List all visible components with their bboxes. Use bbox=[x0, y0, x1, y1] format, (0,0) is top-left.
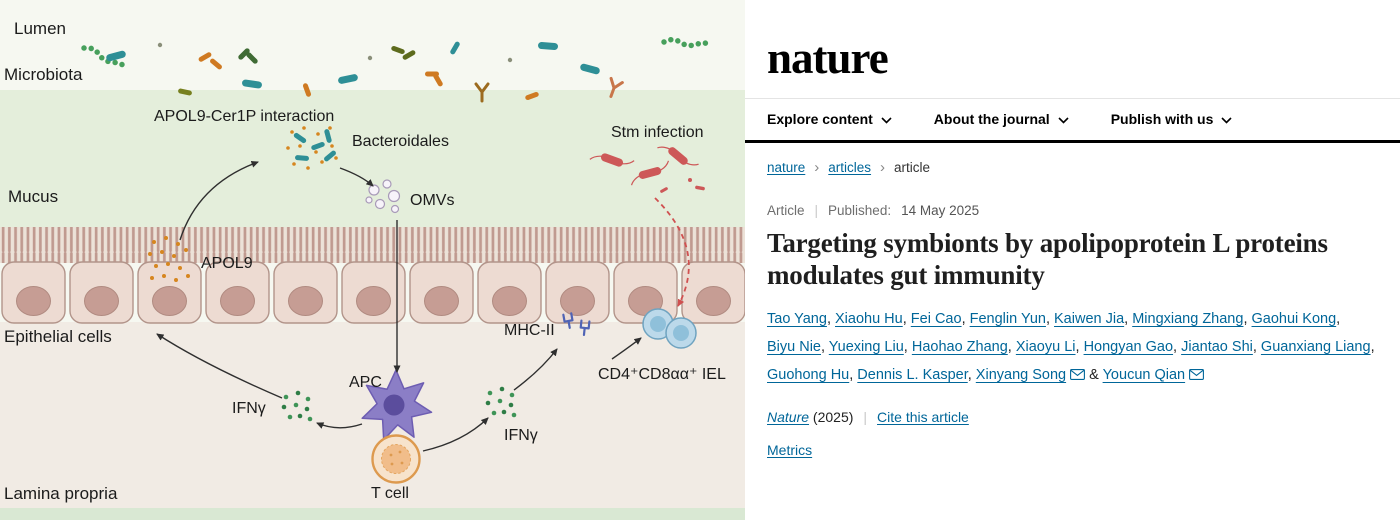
nature-logo[interactable]: nature bbox=[767, 33, 889, 83]
journal-name-link[interactable]: Nature bbox=[767, 408, 810, 425]
article-meta: Article | Published: 14 May 2025 bbox=[767, 203, 1380, 218]
author-link[interactable]: Kaiwen Jia bbox=[1054, 310, 1125, 327]
breadcrumb-article: article bbox=[894, 160, 931, 175]
epithelial-nuclei bbox=[16, 286, 731, 316]
envelope-icon[interactable] bbox=[1189, 369, 1205, 381]
apol9-dots bbox=[148, 236, 190, 282]
article-title: Targeting symbionts by apolipoprotein L … bbox=[767, 228, 1328, 291]
author-link[interactable]: Gaohui Kong bbox=[1251, 310, 1337, 327]
chevron-down-icon bbox=[1221, 116, 1232, 124]
label-stm-infection: Stm infection bbox=[611, 124, 704, 141]
lumen-zone bbox=[0, 0, 745, 90]
chevron-down-icon bbox=[1058, 116, 1069, 124]
journal-year: (2025) bbox=[812, 408, 854, 425]
nav-explore-content[interactable]: Explore content bbox=[767, 111, 892, 127]
author-link[interactable]: Haohao Zhang bbox=[911, 339, 1008, 356]
label-epithelial-cells: Epithelial cells bbox=[4, 327, 112, 346]
apc-cell bbox=[361, 369, 433, 441]
label-mhc2: MHC-II bbox=[504, 322, 555, 339]
figure-panel: Lumen Microbiota Mucus Epithelial cells … bbox=[0, 0, 745, 520]
label-omvs: OMVs bbox=[410, 192, 455, 209]
label-mucus: Mucus bbox=[8, 187, 59, 206]
chevron-down-icon bbox=[881, 116, 892, 124]
author-link[interactable]: Xiaohu Hu bbox=[835, 310, 903, 327]
meta-divider: | bbox=[814, 203, 819, 218]
microbiota-bacteria bbox=[84, 37, 710, 103]
breadcrumb: nature › articles › article bbox=[767, 159, 1380, 176]
ifng-cluster-right bbox=[485, 386, 517, 418]
label-cd4-iel: CD4⁺CD8αα⁺ IEL bbox=[598, 366, 726, 383]
gut-immunity-diagram bbox=[0, 0, 745, 520]
cite-this-article-link[interactable]: Cite this article bbox=[877, 408, 969, 425]
cite-divider: | bbox=[863, 408, 868, 425]
label-lumen: Lumen bbox=[14, 19, 66, 38]
citation-row: Nature (2025) | Cite this article bbox=[767, 409, 1380, 425]
author-conjunction: & bbox=[1085, 367, 1103, 384]
nav-about-journal[interactable]: About the journal bbox=[934, 111, 1069, 127]
envelope-icon[interactable] bbox=[1070, 369, 1086, 381]
author-link[interactable]: Biyu Nie bbox=[767, 339, 821, 356]
label-microbiota: Microbiota bbox=[4, 65, 83, 84]
omv-vesicles bbox=[365, 179, 401, 214]
author-link[interactable]: Xinyang Song bbox=[975, 367, 1067, 384]
microvilli bbox=[0, 227, 745, 263]
journal-panel: nature Explore content About the journal… bbox=[745, 0, 1400, 520]
flow-arrows bbox=[156, 160, 642, 452]
iel-cells bbox=[642, 308, 697, 349]
author-link[interactable]: Jiantao Shi bbox=[1181, 339, 1253, 356]
journal-nav: Explore content About the journal Publis… bbox=[745, 98, 1400, 140]
author-link[interactable]: Guanxiang Liang bbox=[1260, 339, 1371, 356]
stm-bacteria bbox=[589, 136, 706, 194]
author-link[interactable]: Xiaoyu Li bbox=[1015, 339, 1076, 356]
breadcrumb-nature[interactable]: nature bbox=[767, 160, 806, 175]
article-type: Article bbox=[767, 203, 805, 218]
metrics-link[interactable]: Metrics bbox=[767, 441, 813, 458]
mucus-zone bbox=[0, 90, 745, 227]
label-ifng-right: IFNγ bbox=[504, 427, 538, 444]
published-label: Published: bbox=[828, 203, 892, 218]
author-link[interactable]: Dennis L. Kasper bbox=[857, 367, 968, 384]
author-link[interactable]: Tao Yang bbox=[767, 310, 827, 327]
bottom-strip bbox=[0, 508, 745, 520]
label-apol9-cer1p: APOL9-Cer1P interaction bbox=[154, 108, 335, 125]
author-link[interactable]: Hongyan Gao bbox=[1083, 339, 1174, 356]
label-t-cell: T cell bbox=[371, 485, 409, 502]
author-link[interactable]: Yuexing Liu bbox=[828, 339, 904, 356]
breadcrumb-articles[interactable]: articles bbox=[828, 160, 872, 175]
author-link[interactable]: Guohong Hu bbox=[767, 367, 850, 384]
label-lamina-propria: Lamina propria bbox=[4, 484, 118, 503]
label-apol9: APOL9 bbox=[201, 255, 253, 272]
article-content: nature › articles › article Article | Pu… bbox=[745, 159, 1400, 458]
author-link[interactable]: Youcun Qian bbox=[1102, 367, 1186, 384]
author-link[interactable]: Fei Cao bbox=[910, 310, 962, 327]
masthead: nature bbox=[745, 0, 1400, 81]
published-date: 14 May 2025 bbox=[901, 203, 980, 218]
label-bacteroidales: Bacteroidales bbox=[352, 133, 449, 150]
label-apc: APC bbox=[349, 374, 382, 391]
author-link[interactable]: Fenglin Yun bbox=[969, 310, 1046, 327]
label-ifng-left: IFNγ bbox=[232, 400, 266, 417]
t-cell bbox=[371, 434, 421, 484]
apol9-dots-on-bacteria bbox=[286, 126, 338, 170]
bacteroidales-cluster bbox=[286, 126, 338, 170]
header-rule bbox=[745, 140, 1400, 143]
author-list: Tao Yang, Xiaohu Hu, Fei Cao, Fenglin Yu… bbox=[767, 310, 1375, 384]
nav-label: Explore content bbox=[767, 111, 873, 127]
author-link[interactable]: Mingxiang Zhang bbox=[1132, 310, 1244, 327]
nav-label: Publish with us bbox=[1110, 111, 1214, 127]
nav-publish-with-us[interactable]: Publish with us bbox=[1111, 111, 1233, 127]
ifng-cluster-left bbox=[281, 390, 313, 422]
breadcrumb-separator-icon: › bbox=[880, 159, 886, 176]
nav-label: About the journal bbox=[933, 111, 1050, 127]
breadcrumb-separator-icon: › bbox=[814, 159, 820, 176]
